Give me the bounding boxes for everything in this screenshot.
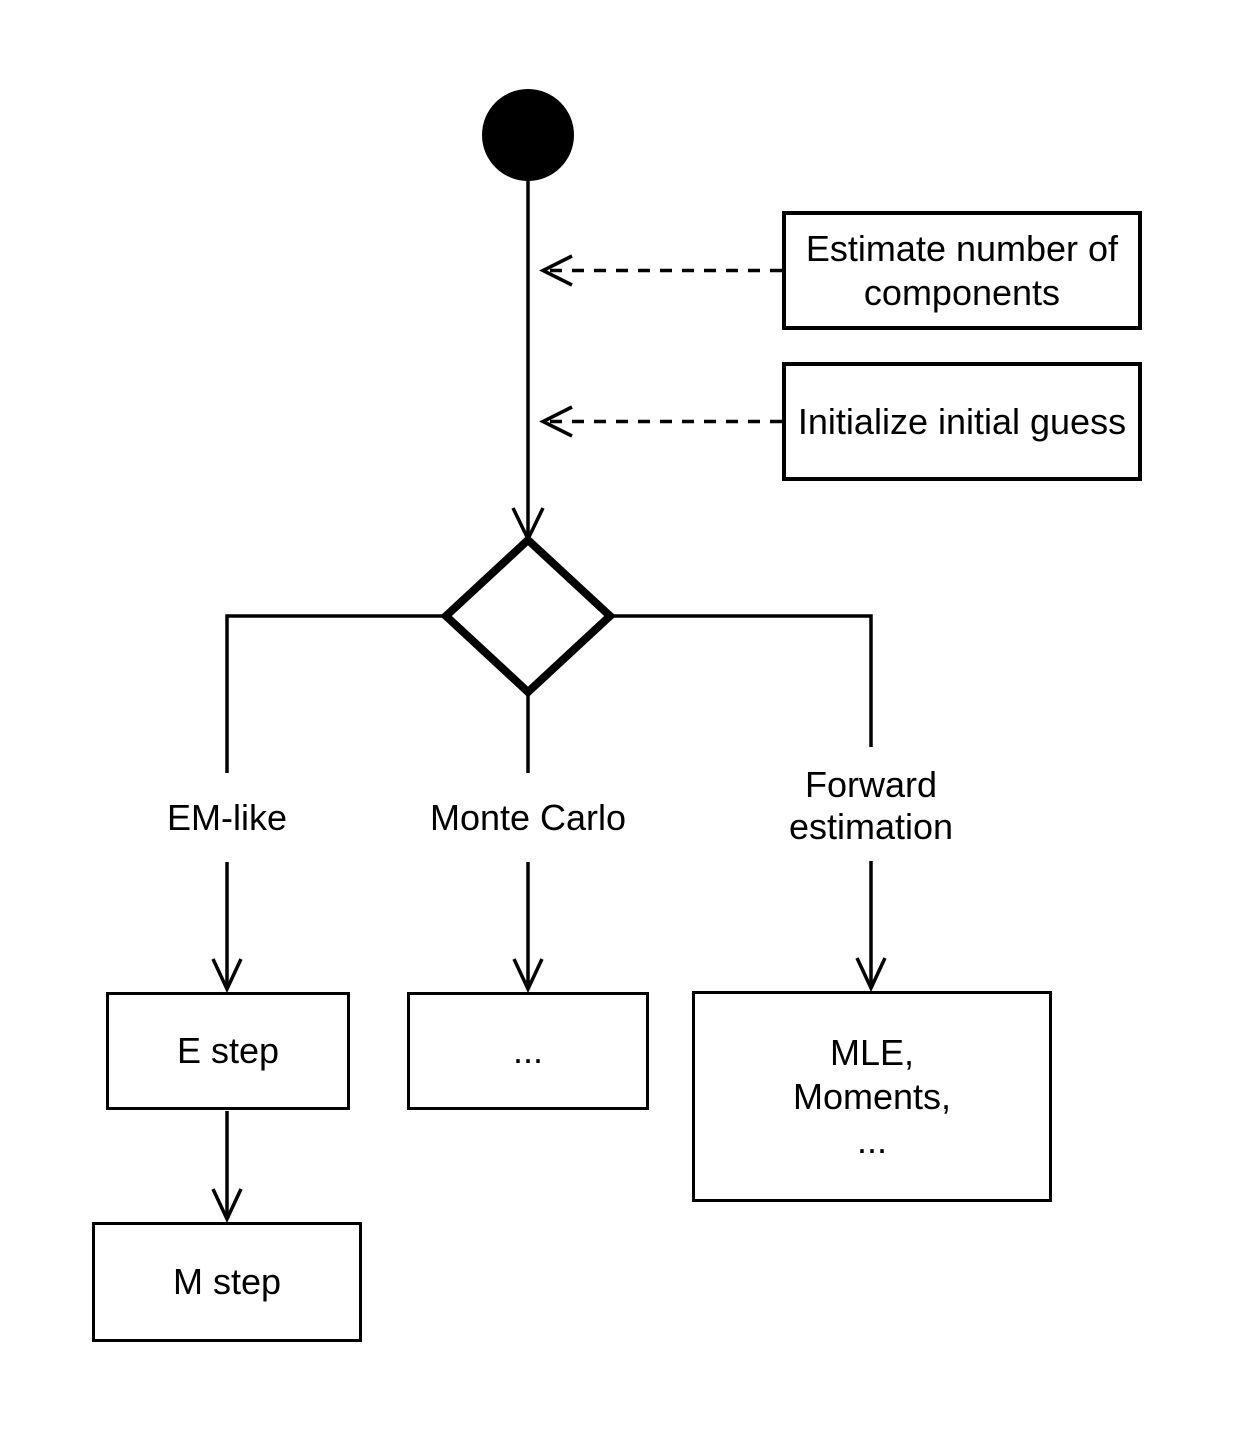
arrowhead-m-step-icon <box>211 1188 243 1224</box>
branch-line-em <box>225 614 446 773</box>
branch-label-monte-carlo: Monte Carlo <box>429 797 627 838</box>
arrowhead-estimate-icon <box>539 254 573 287</box>
step-e-step-text: E step <box>176 1030 280 1071</box>
step-box-e-step: E step <box>106 992 350 1110</box>
branch-label-forward-estimation: Forward estimation <box>788 764 954 847</box>
note-box-initialize-guess: Initialize initial guess <box>782 362 1142 481</box>
step-box-m-step: M step <box>92 1222 362 1342</box>
start-node <box>482 89 574 181</box>
step-box-ellipsis: ... <box>407 992 649 1110</box>
note-box-estimate-components: Estimate number of components <box>782 211 1142 330</box>
arrowhead-e-step-icon <box>211 958 243 994</box>
arrowhead-methods-icon <box>855 957 887 993</box>
note-estimate-text: Estimate number of components <box>805 227 1119 313</box>
step-methods-text: MLE, Moments, ... <box>792 1031 952 1161</box>
step-ellipsis-text: ... <box>512 1030 543 1071</box>
branch-label-em-like: EM-like <box>166 797 288 838</box>
decision-diamond <box>440 534 616 698</box>
step-m-step-text: M step <box>172 1261 282 1302</box>
branch-line-forward <box>610 614 873 747</box>
step-box-forward-methods: MLE, Moments, ... <box>692 991 1052 1202</box>
arrowhead-ellipsis-icon <box>512 958 544 994</box>
note-initialize-text: Initialize initial guess <box>797 400 1127 442</box>
arrowhead-initialize-icon <box>539 405 573 438</box>
